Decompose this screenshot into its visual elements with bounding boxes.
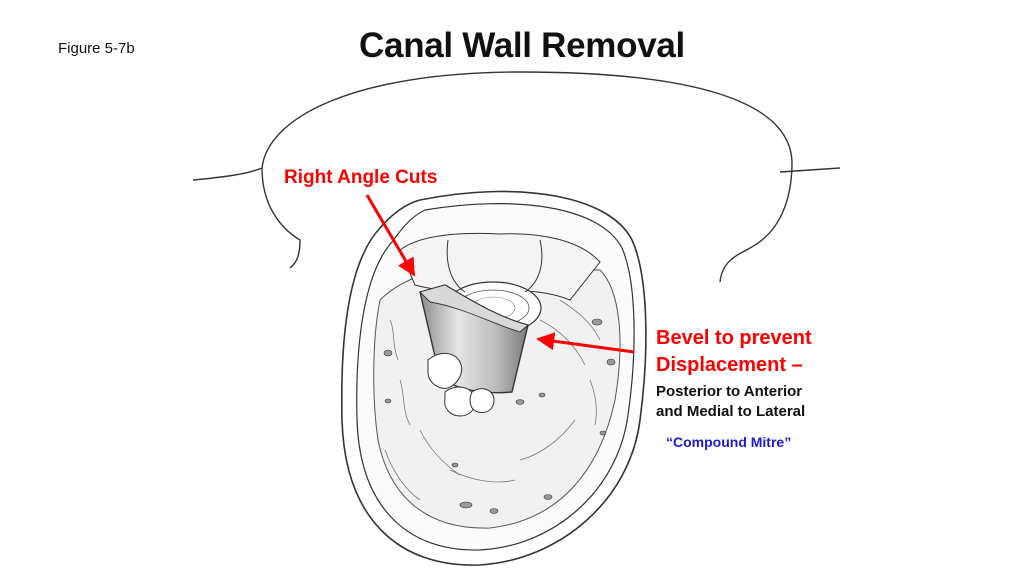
bone-pits bbox=[383, 318, 616, 514]
canal-upper-lines bbox=[446, 239, 543, 293]
bevel-label-line1: Bevel to prevent bbox=[656, 327, 812, 349]
bevel-label-line2: Displacement – bbox=[656, 354, 803, 376]
ossicle-cluster bbox=[427, 353, 495, 417]
skin-flap-outline bbox=[192, 71, 841, 283]
posterior-anterior-label: Posterior to Anterior bbox=[656, 383, 803, 400]
right-angle-cuts-label: Right Angle Cuts bbox=[284, 167, 438, 188]
page-title: Canal Wall Removal bbox=[359, 26, 685, 65]
figure-label: Figure 5-7b bbox=[58, 40, 135, 57]
bone-texture bbox=[384, 299, 601, 501]
right-angle-cuts-arrow bbox=[365, 194, 416, 277]
compound-mitre-label: “Compound Mitre” bbox=[666, 434, 792, 450]
cavity-outer-rim bbox=[340, 190, 647, 566]
canal-wall-top-face bbox=[419, 284, 529, 333]
bevel-arrow bbox=[536, 332, 635, 354]
medial-lateral-label: and Medial to Lateral bbox=[656, 403, 806, 420]
